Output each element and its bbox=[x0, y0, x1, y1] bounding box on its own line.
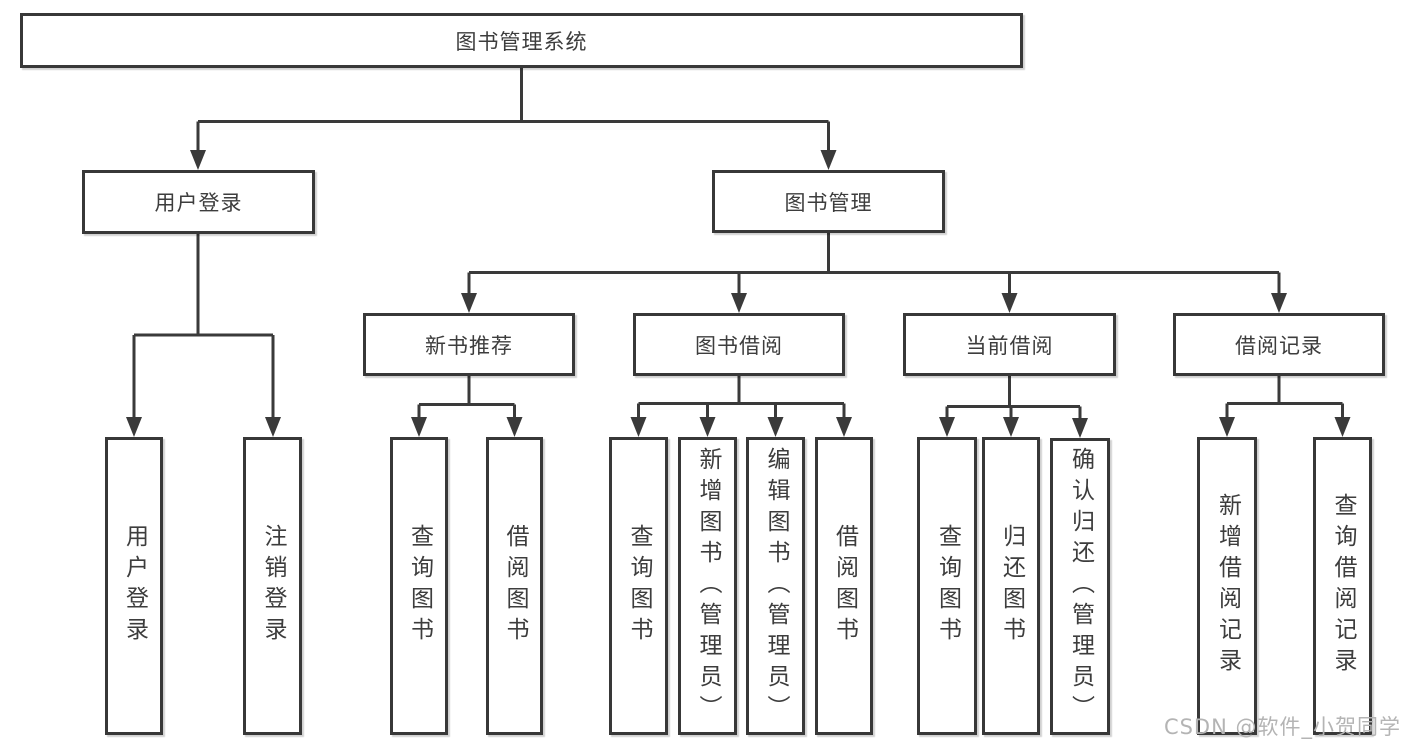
watermark: CSDN @软件_小贺同学 bbox=[1163, 715, 1401, 739]
node-label: 用户登录 bbox=[121, 524, 148, 648]
node-user-login-action: 用户登录 bbox=[105, 437, 163, 735]
node-label: 编辑图书（管理员） bbox=[763, 446, 789, 726]
node-label: 图书管理系统 bbox=[455, 29, 588, 54]
node-user-login: 用户登录 bbox=[82, 170, 315, 234]
node-label: 借阅图书 bbox=[502, 524, 528, 648]
node-add-borrow-record: 新增借阅记录 bbox=[1197, 437, 1257, 735]
node-logout: 注销登录 bbox=[243, 437, 302, 735]
node-label: 查询借阅记录 bbox=[1330, 493, 1356, 679]
node-book-borrow: 图书借阅 bbox=[633, 313, 845, 376]
node-label: 新书推荐 bbox=[425, 333, 513, 358]
arrowheads bbox=[126, 150, 1351, 438]
node-query-books-current: 查询图书 bbox=[917, 437, 977, 735]
node-confirm-return-admin: 确认归还（管理员） bbox=[1050, 438, 1110, 735]
node-query-borrow-record: 查询借阅记录 bbox=[1313, 437, 1372, 735]
node-query-books-newbook: 查询图书 bbox=[390, 437, 448, 735]
node-label: 查询图书 bbox=[406, 524, 433, 648]
node-borrow-books: 借阅图书 bbox=[815, 437, 873, 735]
node-label: 确认归还（管理员） bbox=[1067, 447, 1094, 726]
node-label: 新增借阅记录 bbox=[1214, 493, 1241, 679]
node-label: 查询图书 bbox=[934, 524, 961, 648]
node-return-books: 归还图书 bbox=[982, 437, 1040, 735]
node-label: 查询图书 bbox=[626, 524, 652, 648]
node-label: 图书借阅 bbox=[695, 333, 783, 358]
node-edit-books-admin: 编辑图书（管理员） bbox=[746, 437, 805, 735]
node-label: 借阅记录 bbox=[1235, 333, 1323, 358]
node-label: 注销登录 bbox=[260, 524, 286, 648]
node-borrow-records: 借阅记录 bbox=[1173, 313, 1385, 376]
node-label: 用户登录 bbox=[154, 191, 243, 215]
node-add-books-admin: 新增图书（管理员） bbox=[678, 437, 737, 735]
node-label: 新增图书（管理员） bbox=[695, 446, 721, 726]
node-book-management: 图书管理 bbox=[712, 170, 945, 233]
node-label: 借阅图书 bbox=[831, 524, 858, 648]
node-borrow-books-newbook: 借阅图书 bbox=[486, 437, 543, 735]
node-new-book-recommend: 新书推荐 bbox=[363, 313, 575, 376]
node-label: 图书管理 bbox=[784, 190, 873, 215]
node-label: 归还图书 bbox=[998, 524, 1025, 648]
node-query-books-borrow: 查询图书 bbox=[609, 437, 668, 735]
node-current-borrow: 当前借阅 bbox=[903, 313, 1116, 376]
node-library-management-system: 图书管理系统 bbox=[20, 13, 1023, 68]
node-label: 当前借阅 bbox=[965, 333, 1054, 358]
